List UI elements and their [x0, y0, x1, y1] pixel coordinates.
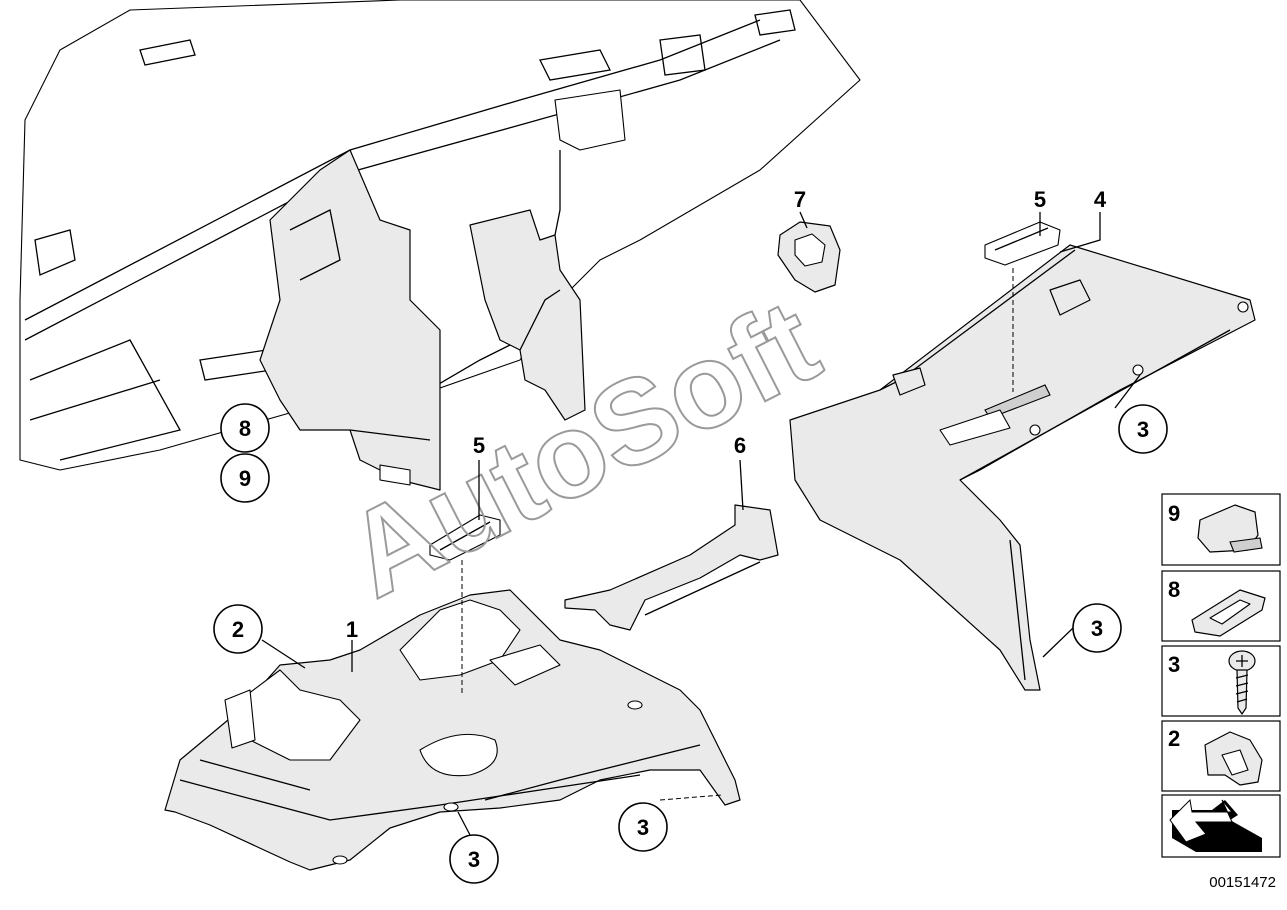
- leader-lines: [261, 211, 1141, 836]
- legend-item-2: 2: [1168, 726, 1263, 786]
- svg-text:7: 7: [794, 187, 806, 212]
- legend-item-9: 9: [1168, 501, 1263, 553]
- callout-3-right-upper: 3: [1118, 404, 1168, 454]
- svg-text:5: 5: [1034, 187, 1046, 212]
- trim-rail: [564, 504, 779, 631]
- bracket-clip-icon: [1204, 731, 1263, 786]
- callout-5-lower: 5: [473, 433, 485, 458]
- callout-8: 8: [220, 403, 270, 453]
- svg-text:8: 8: [1168, 577, 1180, 602]
- callout-1: 1: [346, 617, 358, 642]
- callout-2: 2: [213, 604, 263, 654]
- clip-nut-icon: [1197, 504, 1263, 553]
- svg-text:6: 6: [734, 433, 746, 458]
- spring-clip-icon: [1191, 589, 1266, 637]
- mount-bracket-lower: [429, 514, 501, 561]
- svg-text:8: 8: [239, 416, 251, 441]
- svg-text:2: 2: [1168, 726, 1180, 751]
- svg-text:4: 4: [1094, 187, 1107, 212]
- svg-text:3: 3: [1091, 616, 1103, 641]
- screw-icon: [1228, 650, 1256, 715]
- callout-5-upper: 5: [1034, 187, 1046, 212]
- svg-text:3: 3: [1168, 652, 1180, 677]
- callout-7: 7: [794, 187, 806, 212]
- svg-text:3: 3: [1137, 417, 1149, 442]
- parts-legend: 9 8 3 2: [1161, 493, 1281, 858]
- svg-text:9: 9: [239, 466, 251, 491]
- document-number: 00151472: [1209, 874, 1276, 891]
- dashboard-bracket-center: [469, 89, 626, 421]
- svg-text:9: 9: [1168, 501, 1180, 526]
- svg-text:2: 2: [232, 617, 244, 642]
- legend-item-3: 3: [1168, 650, 1256, 715]
- svg-text:3: 3: [468, 847, 480, 872]
- callout-3-right-lower: 3: [1072, 603, 1122, 653]
- glove-box-tray: [164, 589, 741, 871]
- side-trim-panel: [789, 244, 1256, 691]
- small-grommet: [777, 221, 841, 293]
- svg-text:5: 5: [473, 433, 485, 458]
- callout-3-bottom: 3: [449, 834, 499, 884]
- direction-arrow-icon: [1169, 798, 1262, 852]
- dashboard-bracket-left: [259, 149, 441, 491]
- svg-text:3: 3: [637, 815, 649, 840]
- legend-item-8: 8: [1168, 577, 1266, 637]
- callout-6: 6: [734, 433, 746, 458]
- mount-bracket-upper: [984, 221, 1061, 266]
- callout-3-center: 3: [618, 802, 668, 852]
- callout-9: 9: [220, 453, 270, 503]
- svg-text:1: 1: [346, 617, 358, 642]
- callout-4: 4: [1094, 187, 1107, 212]
